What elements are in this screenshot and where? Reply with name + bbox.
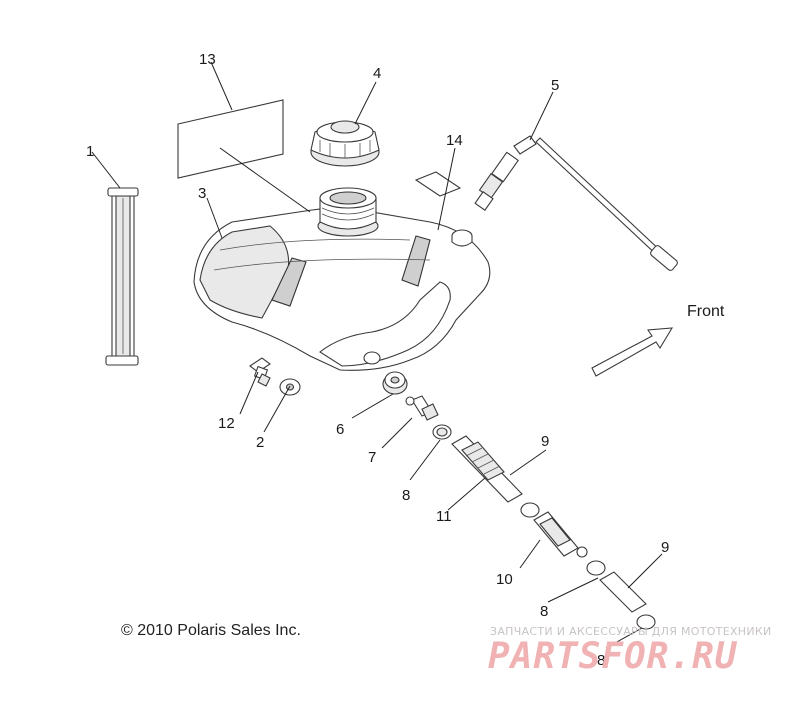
callout-4: 4 bbox=[373, 65, 381, 82]
part-3-fuel-tank bbox=[193, 187, 491, 371]
watermark-caption: ЗАПЧАСТИ И АКСЕССУАРЫ ДЛЯ МОТОТЕХНИКИ bbox=[490, 625, 772, 638]
leader-lines bbox=[91, 61, 663, 649]
callout-13: 13 bbox=[199, 51, 216, 68]
copyright-notice: © 2010 Polaris Sales Inc. bbox=[121, 622, 301, 639]
part-1-strap bbox=[105, 187, 139, 366]
part-9-hose-lower bbox=[599, 571, 656, 630]
part-8-clamp-upper bbox=[432, 424, 452, 440]
callout-9-lower: 9 bbox=[661, 539, 669, 556]
part-5-vent-assembly bbox=[474, 135, 678, 271]
part-12-bolt bbox=[249, 357, 271, 387]
callout-8-lower: 8 bbox=[597, 652, 605, 669]
callout-11: 11 bbox=[436, 508, 452, 525]
callout-6: 6 bbox=[336, 421, 344, 438]
callout-3: 3 bbox=[198, 185, 206, 202]
part-14-label bbox=[414, 171, 462, 197]
callout-10: 10 bbox=[496, 571, 513, 588]
part-6-grommet bbox=[382, 371, 408, 395]
callout-14: 14 bbox=[446, 132, 463, 149]
front-direction-arrow bbox=[591, 327, 674, 377]
callout-1: 1 bbox=[86, 143, 94, 160]
callout-2: 2 bbox=[256, 434, 264, 451]
callout-labels: 1 2 3 4 5 6 7 8 8 8 9 9 10 11 12 13 14 F… bbox=[86, 51, 725, 669]
front-label: Front bbox=[687, 303, 725, 320]
part-7-fitting bbox=[405, 395, 439, 421]
watermark-logo: PARTSFOR.RU bbox=[488, 636, 738, 677]
callout-9-upper: 9 bbox=[541, 433, 549, 450]
callout-8-upper: 8 bbox=[402, 487, 410, 504]
callout-12: 12 bbox=[218, 415, 235, 432]
callout-7: 7 bbox=[368, 449, 376, 466]
part-11-fuel-hose bbox=[451, 435, 523, 503]
part-4-fuel-cap bbox=[310, 120, 380, 167]
part-10-fuel-filter bbox=[520, 502, 606, 576]
part-13-decal bbox=[177, 99, 284, 179]
callout-5: 5 bbox=[551, 77, 559, 94]
callout-8-middle: 8 bbox=[540, 603, 548, 620]
